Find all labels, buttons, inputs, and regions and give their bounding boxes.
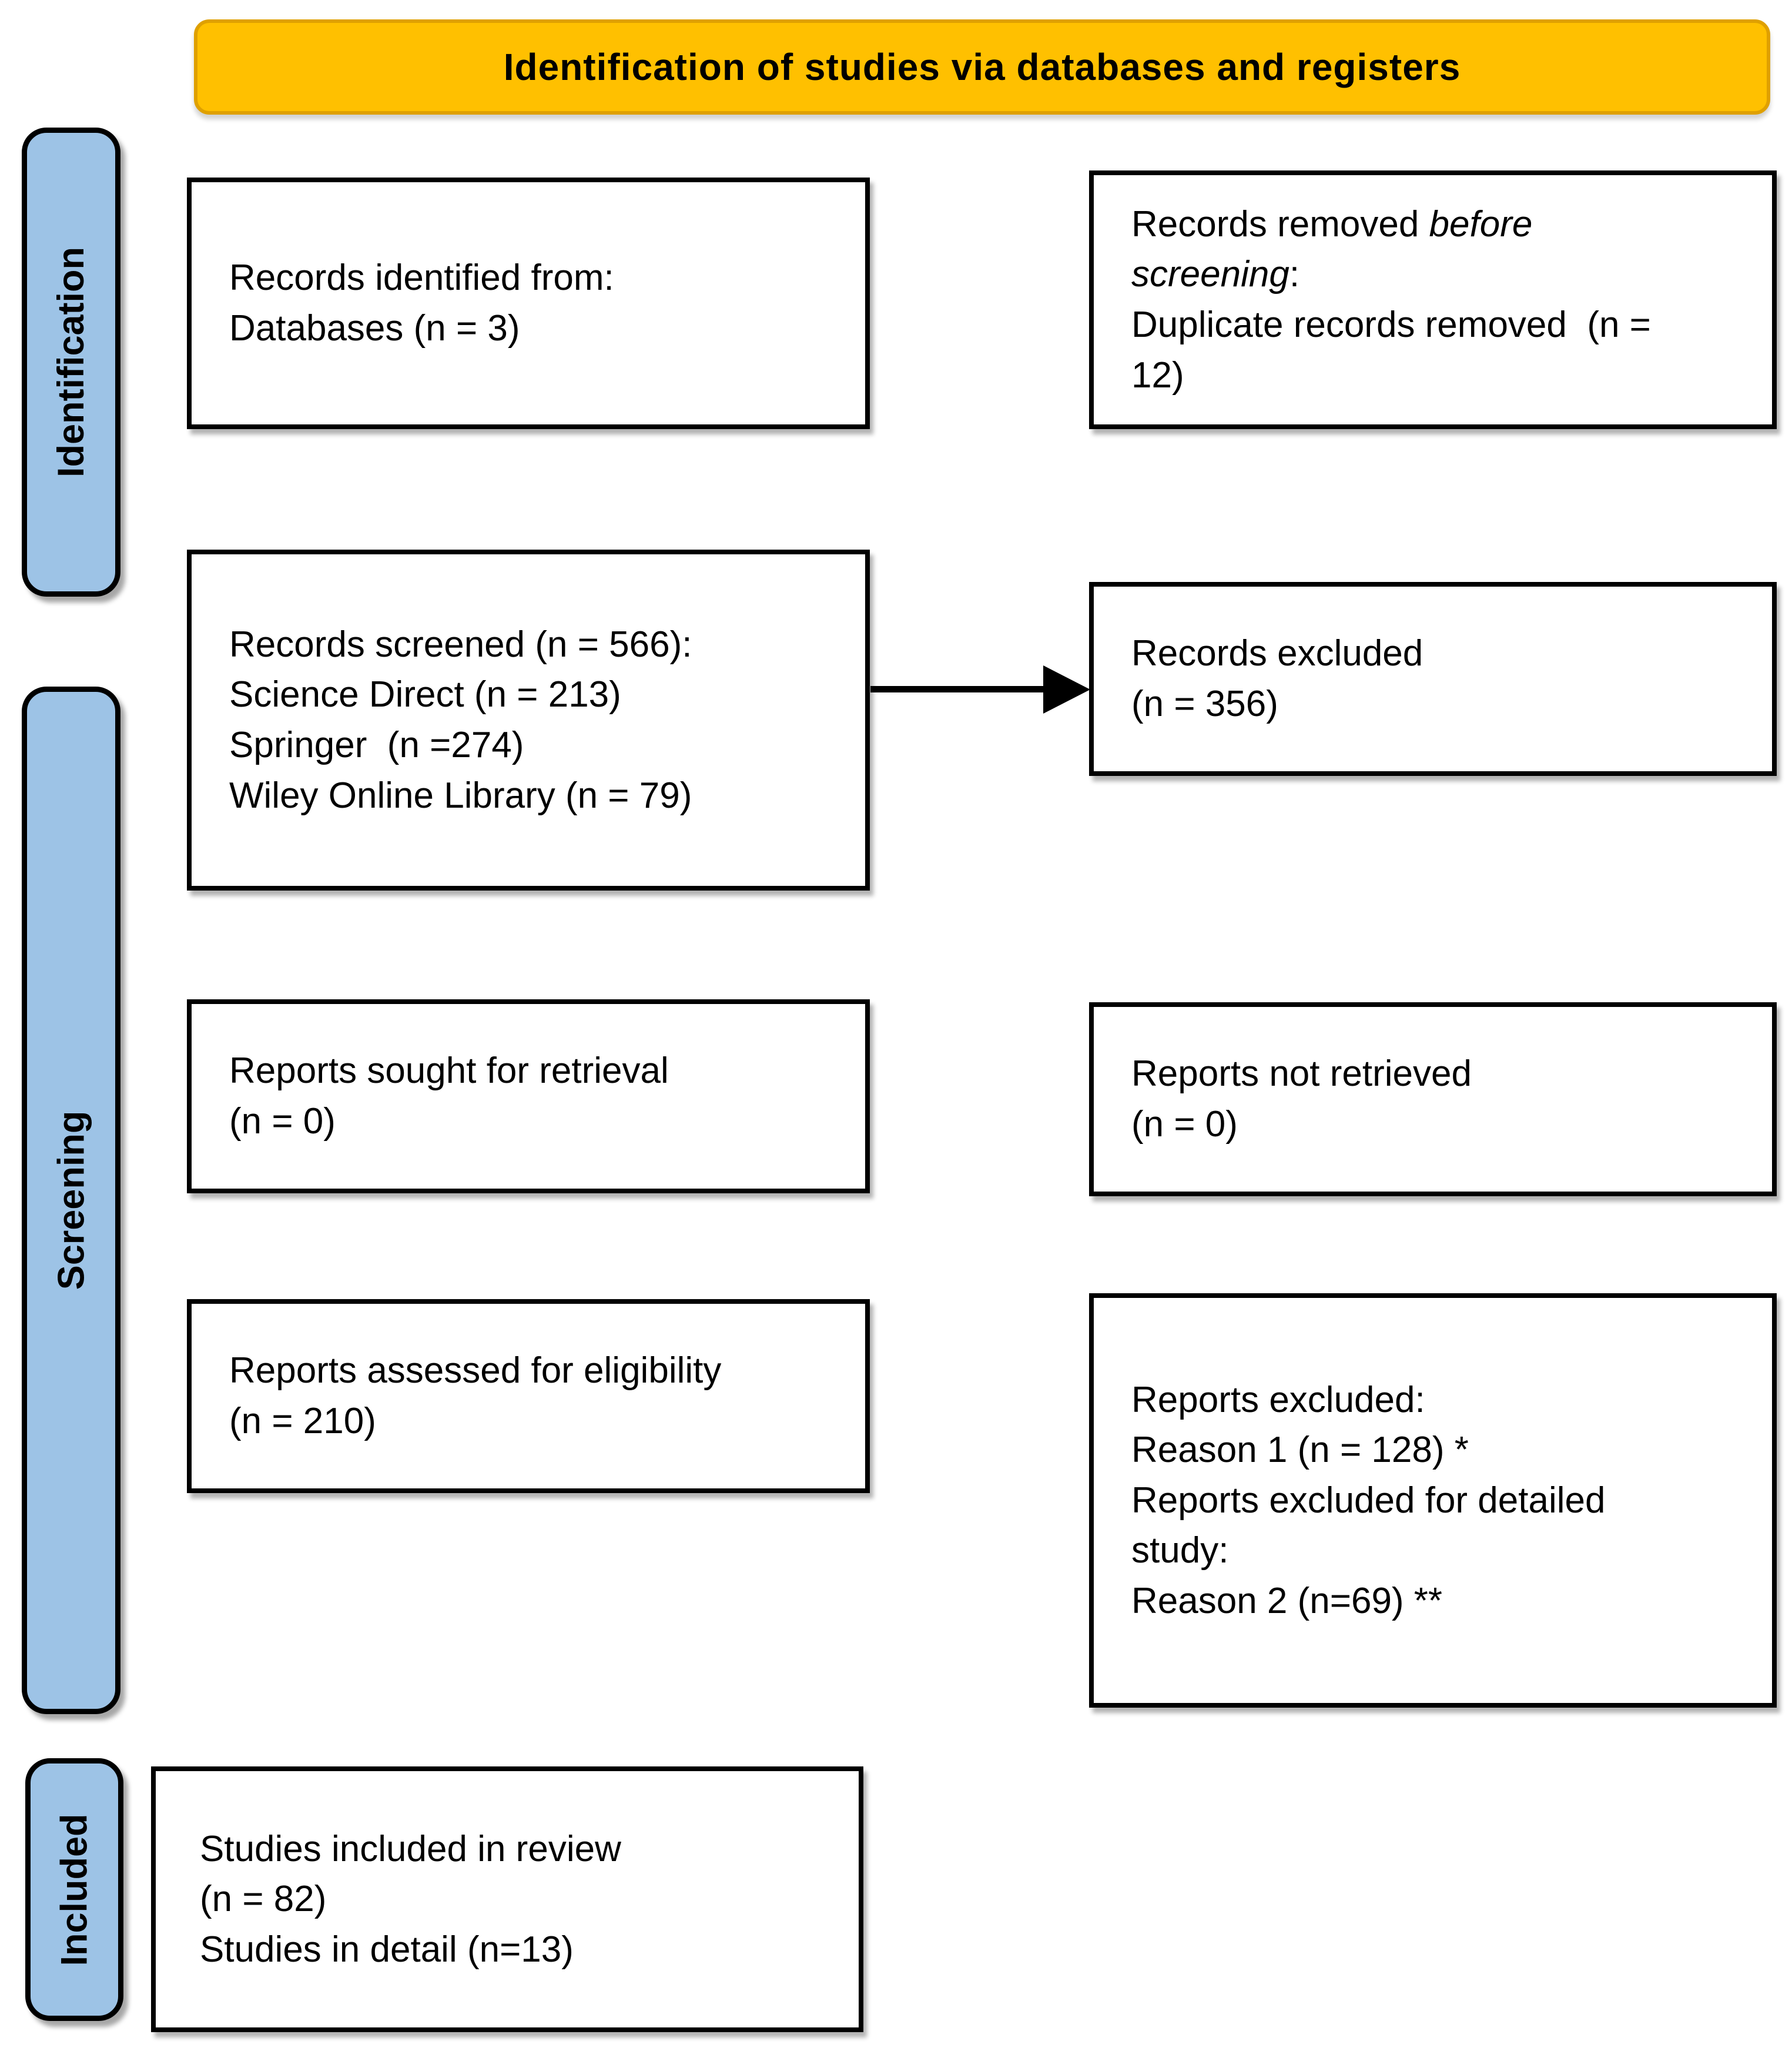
banner-title-text: Identification of studies via databases … (503, 46, 1461, 88)
box-records-excluded: Records excluded (n = 356) (1089, 582, 1777, 776)
records-screened-line-1: Records screened (n = 566): (229, 624, 692, 665)
stage-label-screening: Screening (22, 687, 120, 1714)
reports-excluded-line-2: Reason 1 (n = 128) * (1131, 1430, 1469, 1471)
arrow-right-icon (1043, 665, 1090, 714)
flow-arrow-line (870, 686, 1047, 692)
box-reports-sought-for-retrieval: Reports sought for retrieval (n = 0) (187, 999, 870, 1193)
reports-excluded-line-4: Reason 2 (n=69) ** (1131, 1580, 1443, 1621)
box-records-screened: Records screened (n = 566): Science Dire… (187, 550, 870, 891)
reports-assessed-line-1: Reports assessed for eligibility (229, 1350, 722, 1391)
records-excluded-line-2: (n = 356) (1131, 684, 1278, 724)
box-reports-excluded-reasons: Reports excluded: Reason 1 (n = 128) * R… (1089, 1293, 1777, 1708)
records-screened-line-2: Science Direct (n = 213) (229, 674, 621, 715)
studies-included-line-3: Studies in detail (n=13) (200, 1929, 574, 1970)
reports-not-retrieved-line-1: Reports not retrieved (1131, 1053, 1472, 1095)
reports-sought-line-2: (n = 0) (229, 1101, 336, 1142)
records-removed-line-2: Duplicate records removed (n = 12) (1131, 304, 1662, 396)
records-removed-prefix: Records removed (1131, 203, 1429, 245)
studies-included-line-1: Studies included in review (200, 1828, 621, 1869)
records-excluded-line-1: Records excluded (1131, 633, 1423, 674)
stage-label-identification-text: Identification (51, 247, 92, 477)
box-studies-included-in-review: Studies included in review (n = 82) Stud… (151, 1766, 863, 2032)
records-removed-suffix: : (1289, 254, 1300, 295)
box-records-removed-before-screening: Records removed before screening: Duplic… (1089, 170, 1777, 429)
banner-title: Identification of studies via databases … (194, 19, 1770, 115)
reports-not-retrieved-line-2: (n = 0) (1131, 1104, 1238, 1145)
studies-included-line-2: (n = 82) (200, 1879, 327, 1920)
reports-assessed-line-2: (n = 210) (229, 1401, 376, 1441)
stage-label-identification: Identification (22, 128, 120, 597)
box-reports-assessed-for-eligibility: Reports assessed for eligibility (n = 21… (187, 1299, 870, 1493)
records-screened-line-3: Springer (n =274) (229, 725, 524, 765)
stage-label-included: Included (25, 1758, 123, 2021)
box-records-identified: Records identified from: Databases (n = … (187, 178, 870, 429)
records-removed-line-1: Records removed before screening: (1131, 199, 1701, 300)
stage-label-included-text: Included (53, 1813, 95, 1966)
records-identified-line-1: Records identified from: (229, 257, 614, 299)
records-screened-line-4: Wiley Online Library (n = 79) (229, 775, 692, 816)
records-removed-italic: before screening (1131, 203, 1543, 295)
box-reports-not-retrieved: Reports not retrieved (n = 0) (1089, 1002, 1777, 1196)
records-identified-line-2: Databases (n = 3) (229, 308, 520, 349)
reports-excluded-line-3: Reports excluded for detailed study: (1131, 1480, 1616, 1571)
reports-excluded-line-1: Reports excluded: (1131, 1379, 1425, 1420)
stage-label-screening-text: Screening (51, 1110, 92, 1290)
reports-sought-line-1: Reports sought for retrieval (229, 1050, 669, 1092)
